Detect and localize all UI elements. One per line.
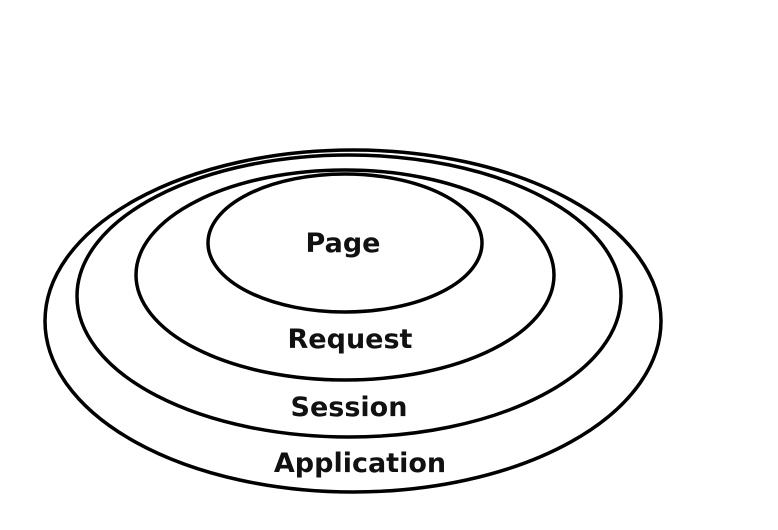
application-scope-ellipse bbox=[43, 148, 663, 494]
request-label: Request bbox=[288, 324, 413, 355]
page-scope-ellipse bbox=[206, 172, 484, 314]
session-scope-ellipse bbox=[75, 153, 623, 439]
application-label: Application bbox=[274, 448, 446, 479]
session-label: Session bbox=[291, 392, 408, 423]
request-scope-ellipse bbox=[134, 168, 556, 382]
page-label: Page bbox=[306, 228, 381, 259]
